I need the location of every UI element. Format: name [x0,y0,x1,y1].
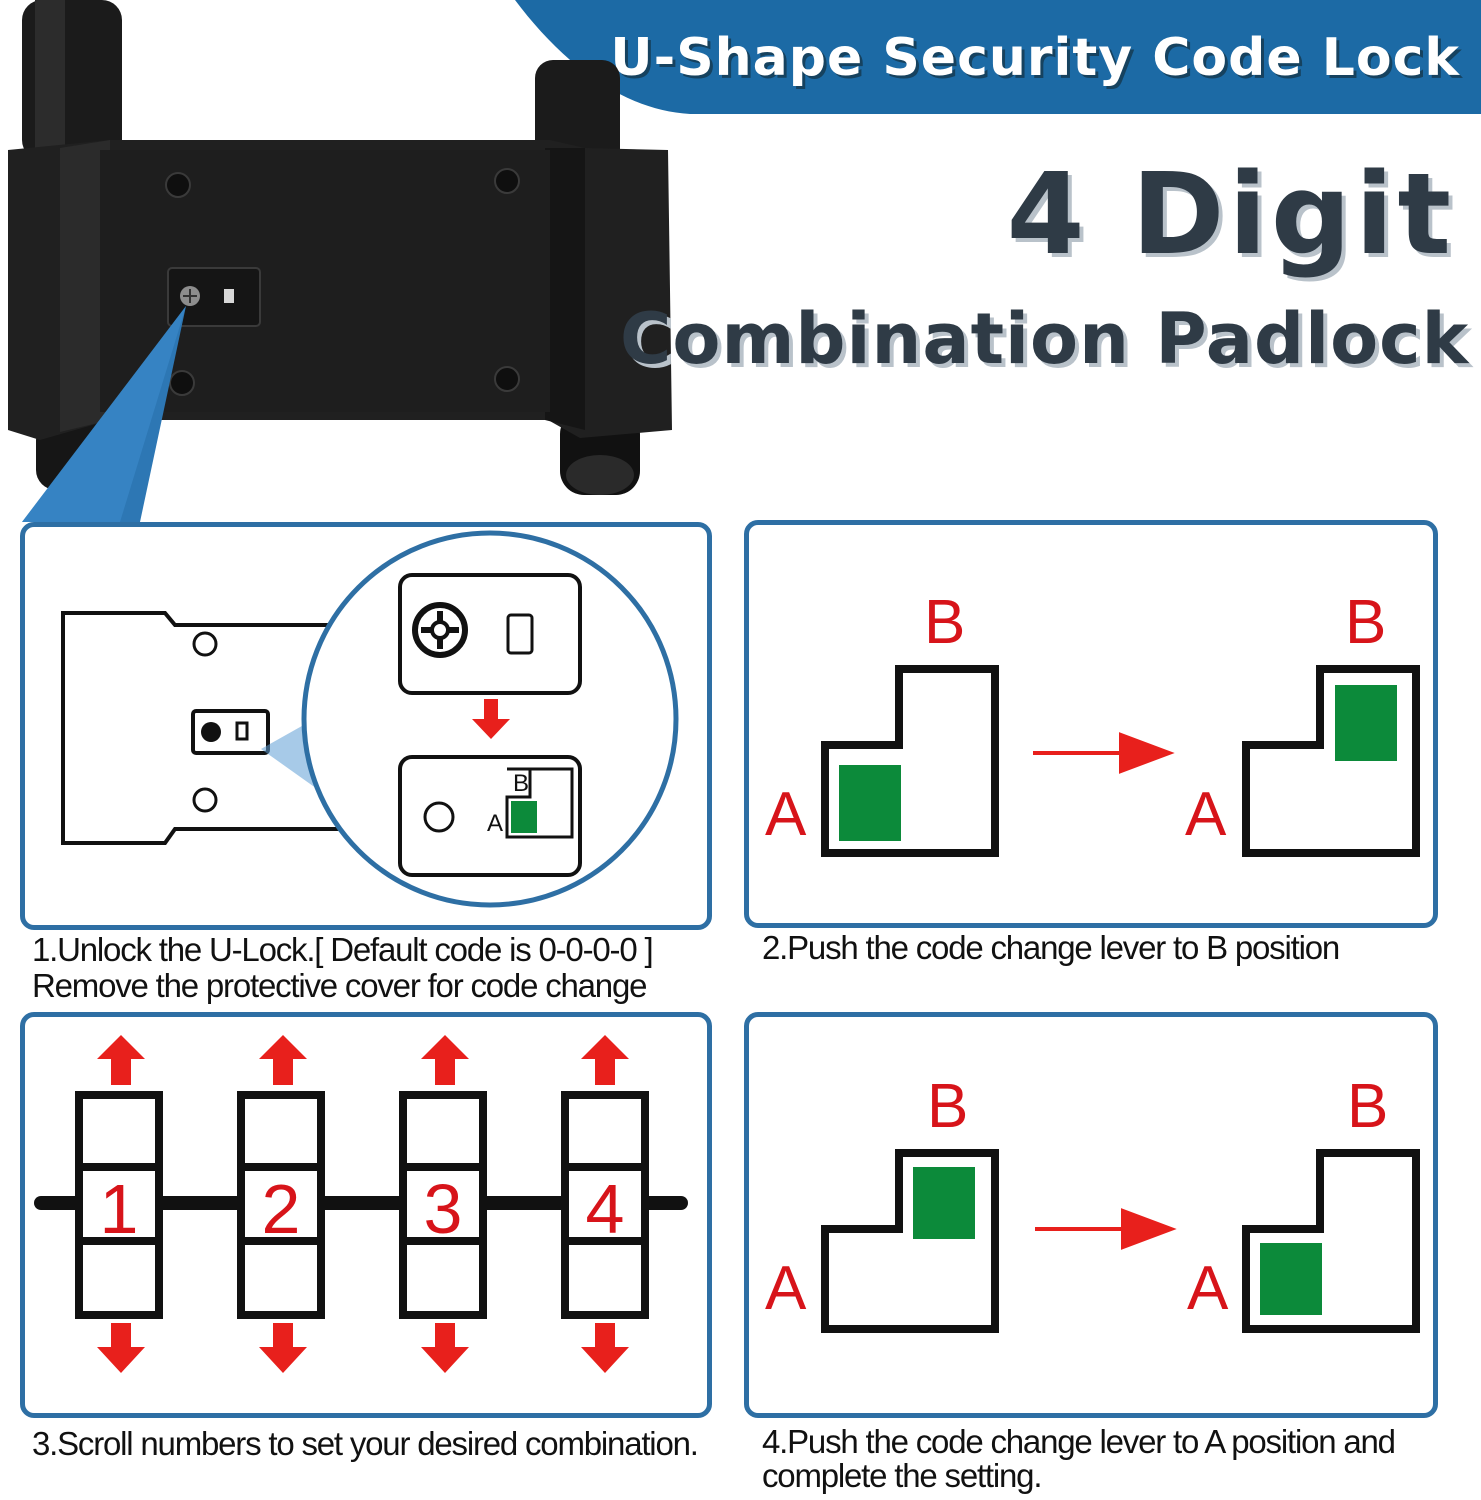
svg-text:A: A [487,810,503,837]
label-b: B [1347,1072,1388,1141]
product-heading-line2: Combination Padlock [620,298,1470,380]
step1-caption-line2: Remove the protective cover for code cha… [32,967,647,1004]
step3-caption: 3.Scroll numbers to set your desired com… [32,1425,699,1462]
red-arrow-icon [421,1035,469,1085]
dial-digit: 2 [262,1170,301,1248]
red-arrow-icon [581,1035,629,1085]
red-arrow-icon [259,1323,307,1373]
step4-caption-line2: complete the setting. [762,1457,1043,1494]
label-b: B [924,588,965,657]
red-arrow-icon [421,1323,469,1373]
banner-title: U-Shape Security Code Lock [610,28,1460,88]
red-arrow-icon [97,1323,145,1373]
header-banner [515,0,1481,114]
label-a: A [1187,1254,1229,1323]
step1-panel: A B [20,522,712,930]
red-arrow-icon [1035,1208,1177,1250]
dial-3: 3 [399,1035,487,1373]
dial-digit: 1 [100,1170,139,1248]
dial-1: 1 [75,1035,163,1373]
svg-text:B: B [513,770,529,797]
label-b: B [927,1072,968,1141]
red-arrow-icon [259,1035,307,1085]
screw-icon [412,602,468,658]
step4-panel: A B A B [744,1012,1438,1418]
dial-digit: 4 [586,1170,625,1248]
red-arrow-icon [581,1323,629,1373]
red-arrow-icon [1033,732,1175,774]
dial-2: 2 [237,1035,325,1373]
label-a: A [765,1254,807,1323]
step1-diagram: A B [61,530,679,908]
red-arrow-icon [97,1035,145,1085]
step3-diagram: 1 2 3 4 [34,1035,688,1373]
step4-caption-line1: 4.Push the code change lever to A positi… [762,1423,1396,1460]
step4-diagram: A B A B [765,1072,1420,1333]
label-a: A [765,780,807,849]
label-a: A [1185,780,1227,849]
red-arrow-icon [472,699,510,739]
product-heading-line1: 4 Digit [1006,150,1455,280]
step2-diagram: A B A B [765,588,1420,857]
dial-digit: 3 [424,1170,463,1248]
step1-caption-line1: 1.Unlock the U-Lock.[ Default code is 0-… [32,931,654,968]
dial-4: 4 [561,1035,649,1373]
u-lock-crossbar-photo [8,0,672,522]
step2-caption: 2.Push the code change lever to B positi… [762,929,1340,966]
step3-panel: 1 2 3 4 [20,1012,712,1418]
label-b: B [1345,588,1386,657]
step2-panel: A B A B [744,520,1438,928]
